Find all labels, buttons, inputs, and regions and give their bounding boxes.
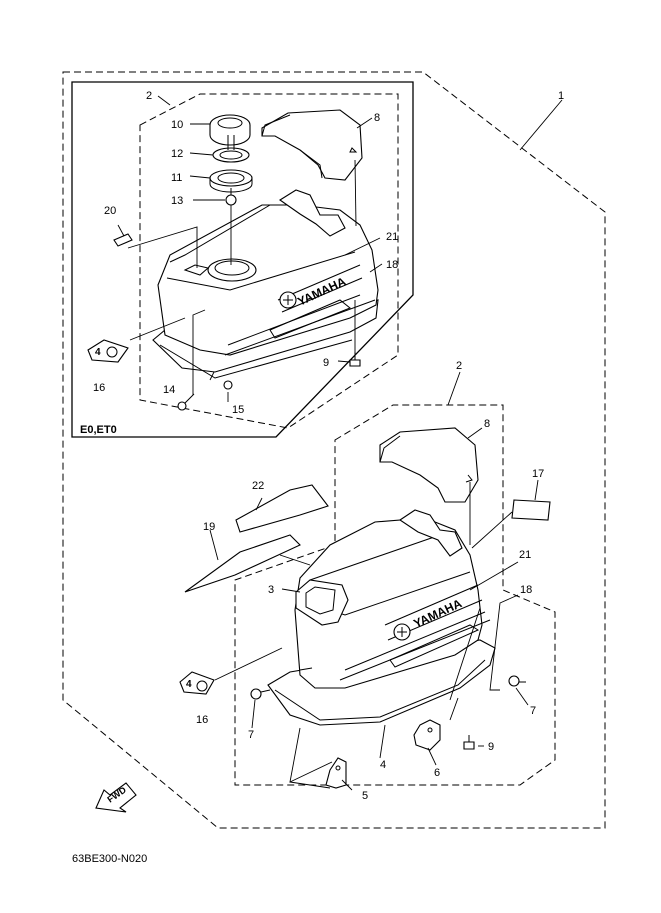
callout-8-bottom: 8: [484, 418, 490, 430]
callout-21-bottom: 21: [519, 549, 531, 561]
callout-4: 4: [380, 759, 386, 771]
variant-label: E0,ET0: [80, 424, 117, 436]
part-8-top-cover: [261, 109, 363, 181]
part-8-bottom-cover: [379, 427, 479, 503]
callout-18-bottom: 18: [520, 584, 532, 596]
part-22-decal: [235, 484, 329, 533]
leader-lines-bottom: [209, 371, 539, 791]
assembly-1-boundary: [62, 71, 606, 829]
callout-22: 22: [252, 480, 264, 492]
callout-16-top: 16: [93, 382, 105, 394]
fwd-arrow-icon: [95, 782, 137, 813]
part-16-bottom-decal: 4: [179, 671, 215, 695]
top-cowling-assembly: [152, 189, 379, 379]
part-10-cap: [209, 114, 251, 146]
callout-11: 11: [171, 172, 182, 184]
drawing-code: 63BE300-N020: [72, 853, 147, 865]
callout-19: 19: [203, 521, 215, 533]
assembly-2-top-boundary: [139, 93, 399, 429]
part-16-top-decal: 4: [87, 339, 129, 363]
callout-9-bottom: 9: [488, 741, 494, 753]
callout-1: 1: [558, 90, 564, 102]
callout-18-top: 18: [386, 259, 398, 271]
part-12-ring: [212, 135, 250, 163]
part-6-hook: [413, 719, 441, 751]
callout-2-top: 2: [146, 90, 152, 102]
svg-text:4: 4: [95, 347, 101, 358]
callout-20: 20: [104, 205, 116, 217]
callout-16-bottom: 16: [196, 714, 208, 726]
callout-21-top: 21: [386, 231, 398, 243]
bottom-cowling-assembly: [267, 509, 496, 726]
part-7-left-bolt: [250, 688, 271, 700]
part-17-decal: [511, 499, 551, 521]
part-7-right-bolt: [508, 675, 526, 687]
part-5-hook: [325, 757, 347, 789]
callout-13: 13: [171, 195, 183, 207]
callout-8-top: 8: [374, 112, 380, 124]
callout-12: 12: [171, 148, 183, 160]
callout-17: 17: [532, 468, 544, 480]
part-9-top-bolt: [349, 352, 361, 367]
assembly-2-bottom-boundary: [234, 404, 556, 786]
part-19-decal: [184, 534, 301, 593]
callout-7-left: 7: [248, 729, 254, 741]
part-20-label: [113, 233, 133, 247]
callout-6: 6: [434, 767, 440, 779]
part-15-screw: [223, 380, 233, 390]
callout-3: 3: [268, 584, 274, 596]
callout-10: 10: [171, 119, 183, 131]
svg-text:4: 4: [186, 679, 192, 690]
part-9-bottom-bolt: [463, 735, 475, 750]
part-14-bolt: [177, 393, 195, 411]
callout-5: 5: [362, 790, 368, 802]
callout-14: 14: [163, 384, 175, 396]
callout-2-bottom: 2: [456, 360, 462, 372]
callout-15: 15: [232, 404, 244, 416]
leader-lines-top: [117, 95, 563, 402]
callout-7-right: 7: [530, 705, 536, 717]
callout-9-top: 9: [323, 357, 329, 369]
